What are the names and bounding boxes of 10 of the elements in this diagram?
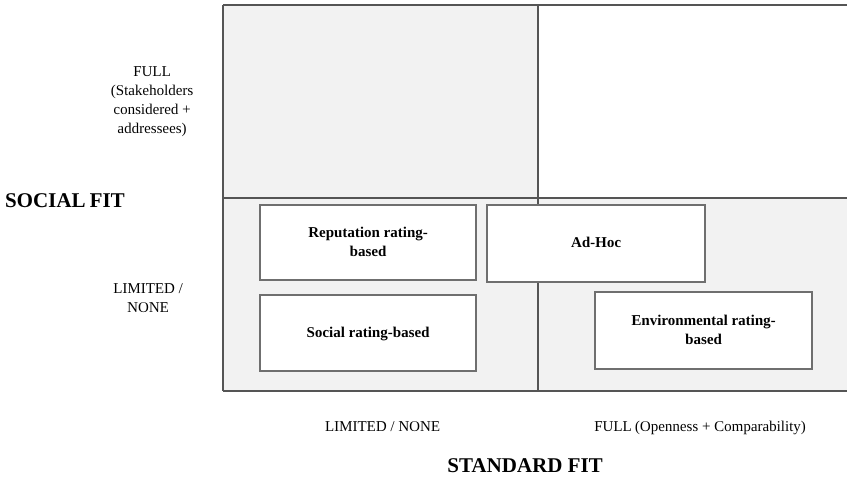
axis-level-label: FULL (Stakeholders considered + addressees)	[110, 63, 194, 139]
axis-level-label: LIMITED / NONE	[112, 280, 184, 318]
axis-title: STANDARD FIT	[446, 453, 604, 477]
axis-title: SOCIAL FIT	[5, 188, 126, 212]
category-box: Environmental rating-based	[594, 291, 813, 370]
category-box: Social rating-based	[259, 294, 477, 372]
axis-level-label: LIMITED / NONE	[324, 418, 441, 437]
axis-level-label: FULL (Openness + Comparability)	[593, 418, 807, 437]
category-box: Ad-Hoc	[486, 204, 706, 283]
category-box: Reputation rating-based	[259, 204, 477, 281]
